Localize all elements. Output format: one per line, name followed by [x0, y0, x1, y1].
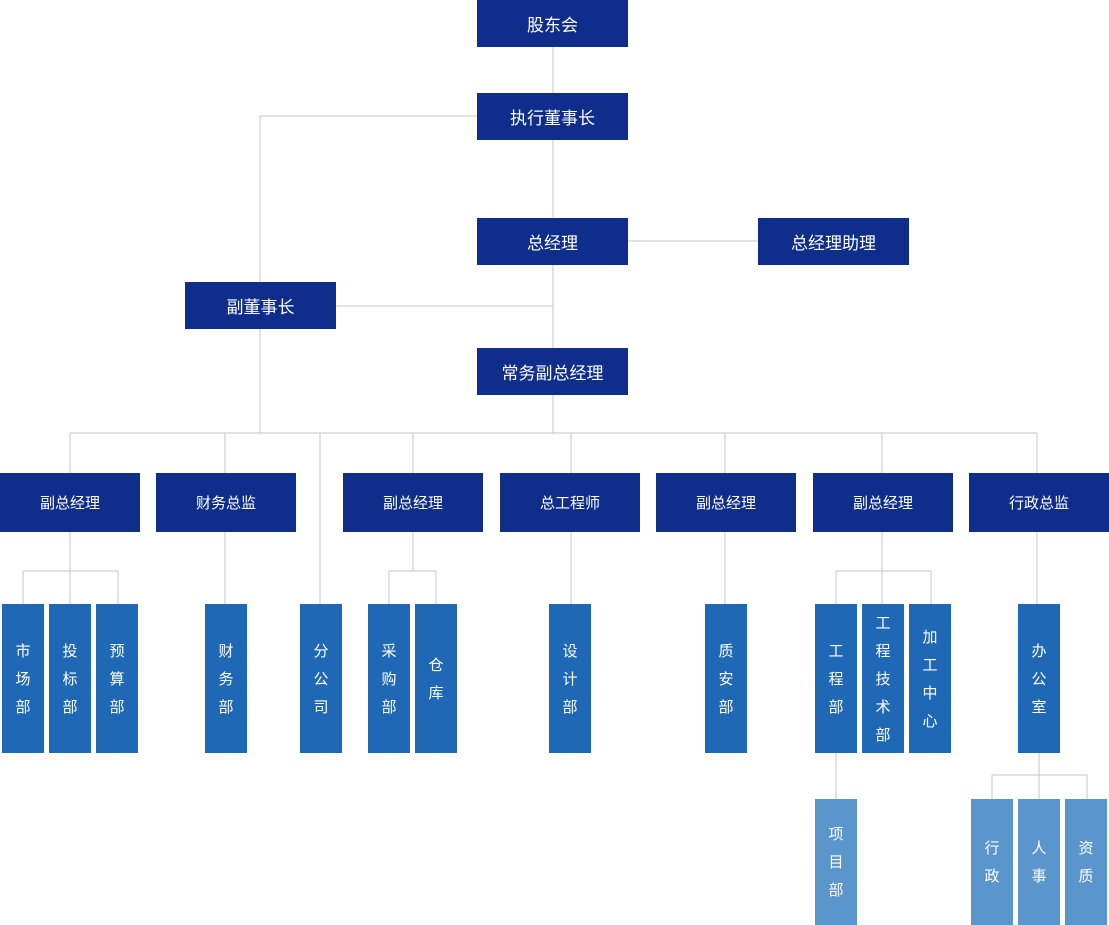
vgm-4-box: 副总经理 — [813, 473, 953, 532]
project-dept-box: 项目部 — [815, 799, 857, 925]
purchasing-dept-box: 采购部 — [368, 604, 410, 753]
warehouse-box: 仓库 — [415, 604, 457, 753]
bidding-dept-label: 投标部 — [62, 641, 78, 716]
gm-assistant-box: 总经理助理 — [758, 218, 909, 265]
office-label: 办公室 — [1031, 641, 1047, 716]
shareholders-box: 股东会 — [477, 0, 628, 47]
shareholders-label: 股东会 — [527, 16, 578, 36]
design-dept-box: 设计部 — [549, 604, 591, 753]
finance-dept-box: 财务部 — [205, 604, 247, 753]
admin-director-box: 行政总监 — [969, 473, 1109, 532]
design-dept-label: 设计部 — [562, 641, 578, 716]
eng-tech-dept-box: 工程技术部 — [862, 604, 904, 753]
executive-chairman-label: 执行董事长 — [510, 109, 595, 129]
qualification-sub-label: 资质 — [1078, 839, 1094, 885]
engineering-dept-label: 工程部 — [828, 641, 844, 716]
market-dept-box: 市场部 — [2, 604, 44, 753]
admin-sub-label: 行政 — [984, 839, 1000, 885]
bidding-dept-box: 投标部 — [49, 604, 91, 753]
eng-tech-dept-label: 工程技术部 — [875, 613, 891, 744]
vice-chairman-box: 副董事长 — [185, 282, 336, 329]
vgm-3-box: 副总经理 — [656, 473, 796, 532]
chief-engineer-box: 总工程师 — [500, 473, 640, 532]
general-manager-label: 总经理 — [527, 234, 578, 254]
project-dept-label: 项目部 — [828, 825, 844, 899]
budget-dept-label: 预算部 — [109, 641, 125, 716]
vgm-1-box: 副总经理 — [0, 473, 140, 532]
executive-vgm-box: 常务副总经理 — [477, 348, 628, 395]
engineering-dept-box: 工程部 — [815, 604, 857, 753]
hr-sub-label: 人事 — [1031, 839, 1047, 885]
warehouse-label: 仓库 — [428, 655, 444, 702]
chief-engineer-label: 总工程师 — [539, 494, 600, 512]
quality-safety-dept-label: 质安部 — [718, 641, 734, 716]
vgm-2-box: 副总经理 — [343, 473, 483, 532]
branch-label: 分公司 — [313, 641, 329, 716]
vgm-1-label: 副总经理 — [39, 494, 100, 512]
branch-box: 分公司 — [300, 604, 342, 753]
general-manager-box: 总经理 — [477, 218, 628, 265]
finance-dept-label: 财务部 — [218, 641, 234, 716]
cfo-label: 财务总监 — [195, 494, 256, 512]
vice-chairman-label: 副董事长 — [226, 298, 295, 318]
quality-safety-dept-box: 质安部 — [705, 604, 747, 753]
vgm-3-label: 副总经理 — [695, 494, 756, 512]
hr-sub-box: 人事 — [1018, 799, 1060, 925]
admin-director-label: 行政总监 — [1008, 494, 1069, 512]
admin-sub-box: 行政 — [971, 799, 1013, 925]
market-dept-label: 市场部 — [15, 641, 31, 716]
budget-dept-box: 预算部 — [96, 604, 138, 753]
processing-center-box: 加工中心 — [909, 604, 951, 753]
executive-vgm-label: 常务副总经理 — [501, 364, 604, 384]
qualification-sub-box: 资质 — [1065, 799, 1107, 925]
vgm-4-label: 副总经理 — [852, 494, 913, 512]
processing-center-label: 加工中心 — [922, 627, 938, 730]
vgm-2-label: 副总经理 — [382, 494, 443, 512]
executive-chairman-box: 执行董事长 — [477, 93, 628, 140]
cfo-box: 财务总监 — [156, 473, 296, 532]
office-box: 办公室 — [1018, 604, 1060, 753]
purchasing-dept-label: 采购部 — [381, 641, 397, 716]
gm-assistant-label: 总经理助理 — [791, 234, 876, 254]
